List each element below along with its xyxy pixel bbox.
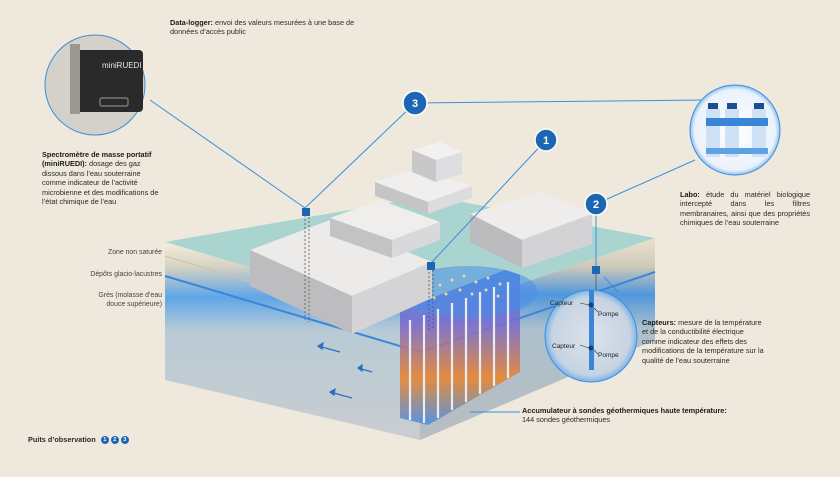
labo-text: étude du matériel biologique intercepté … (680, 190, 811, 228)
puits-dot-3: 3 (120, 436, 129, 445)
marker-3-label: 3 (412, 98, 418, 110)
marker-1: 1 (534, 128, 558, 152)
layer-depots: Dépôts glacio-lacustres (90, 271, 162, 278)
spectro-annotation: Spectromètre de masse portatif (miniRUED… (42, 150, 162, 206)
capteurs-annotation: Capteurs: mesure de la température et de… (642, 318, 767, 365)
datalogger-title: Data-logger: (170, 18, 213, 27)
groundwater-flow-arrows (316, 341, 373, 399)
marker-2-label: 2 (593, 199, 599, 211)
marker-2: 2 (584, 192, 608, 216)
miniruedi-photo: miniRUEDI (44, 34, 146, 136)
detail-pompe-top: Pompe (598, 311, 619, 318)
spectro-title: Spectromètre de masse portatif (miniRUED… (42, 150, 152, 169)
ground-front-face (165, 242, 420, 440)
lab-photo (689, 84, 781, 176)
marker-1-label: 1 (543, 135, 549, 147)
accumulator-annotation: Accumulateur à sondes géothermiques haut… (522, 406, 762, 425)
labo-annotation: Labo: étude du matériel biologique inter… (680, 190, 810, 228)
detail-pompe-bottom: Pompe (598, 352, 619, 359)
detail-capteur-bottom: Capteur (552, 343, 576, 350)
puits-dot-2: 2 (110, 436, 119, 445)
detail-capteur-top: Capteur (550, 300, 574, 307)
layer-gres: Grès (molasse d’eau douce supérieure) (98, 292, 162, 308)
puits-dot-1: 1 (100, 436, 109, 445)
marker-3: 3 (402, 90, 428, 116)
datalogger-annotation: Data-logger: envoi des valeurs mesurées … (170, 18, 355, 37)
capteurs-text: mesure de la température et de la conduc… (642, 318, 764, 365)
labo-title: Labo: (680, 190, 700, 199)
observation-wells (302, 208, 600, 330)
accumulator-title: Accumulateur à sondes géothermiques haut… (522, 406, 727, 415)
capteurs-title: Capteurs: (642, 318, 677, 327)
puits-label: Puits d’observation (28, 435, 96, 444)
layer-zone-non-saturee: Zone non saturée (107, 249, 162, 256)
puits-legend: Puits d’observation 1 2 3 (28, 435, 168, 445)
sensor-detail: Capteur Pompe Capteur Pompe (544, 289, 638, 383)
puits-dots: 1 2 3 (100, 436, 129, 445)
datalogger-text: envoi des valeurs mesurées à une base de… (170, 18, 355, 37)
miniruedi-device-label: miniRUEDI (102, 61, 142, 70)
buildings (250, 142, 592, 334)
accumulator-text: 144 sondes géothermiques (522, 415, 611, 425)
spectro-text: dosage des gaz dissous dans l’eau souter… (42, 159, 159, 207)
